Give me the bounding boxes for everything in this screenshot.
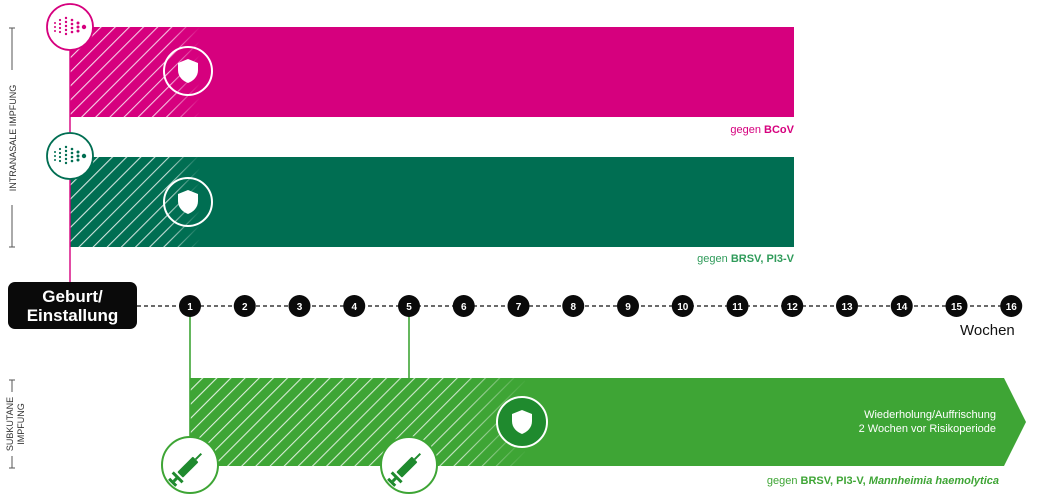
week-marker-7 [507,295,530,317]
birth-label-line1: Geburt/ [42,286,103,306]
week-label-12: 12 [787,302,799,313]
nasal-spray-icon-brsv [46,132,94,180]
booster-note-line1: Wiederholung/Auffrischung [864,409,996,421]
shield-icon [178,59,198,83]
week-label-15: 15 [951,302,963,313]
intranasal-section-label: INTRANASALE IMPFUNG [8,85,18,192]
week-marker-10 [671,295,694,317]
week-marker-4 [343,295,366,317]
week-marker-14 [890,295,913,317]
week-marker-12 [781,295,804,317]
brsv-label: gegen BRSV, PI3-V [697,253,794,265]
week-label-16: 16 [1006,302,1018,313]
week-marker-3 [288,295,311,317]
weeks-unit-label: Wochen [960,322,1015,339]
syringe-icon-dose1 [161,436,219,494]
week-label-4: 4 [351,302,357,313]
week-label-8: 8 [570,302,576,313]
birth-label-line2: Einstallung [26,305,119,325]
week-label-10: 10 [677,302,689,313]
bcov-protection-bar [70,27,794,117]
week-marker-1 [179,295,201,317]
week-label-11: 11 [732,302,743,313]
week-label-9: 9 [625,302,631,313]
week-label-14: 14 [896,302,908,313]
booster-note-line2: 2 Wochen vor Risikoperiode [858,423,996,435]
week-label-6: 6 [461,302,467,313]
week-marker-11 [726,295,749,317]
subcutaneous-label: gegen BRSV, PI3-V, Mannheimia haemolytic… [767,475,999,487]
bcov-label: gegen BCoV [730,124,794,136]
week-label-5: 5 [406,302,412,313]
week-marker-16 [1000,295,1023,317]
nasal-spray-icon-bcov [46,3,94,51]
week-marker-15 [945,295,968,317]
week-label-2: 2 [242,302,248,313]
birth-housing-badge: Geburt/ Einstallung [8,282,137,329]
week-marker-5 [398,295,420,317]
week-marker-13 [836,295,858,317]
week-marker-8 [562,295,585,317]
subcutaneous-section-label-1: SUBKUTANE [5,397,15,451]
week-marker-2 [233,295,256,317]
shield-icon [512,410,532,434]
shield-icon [178,190,198,214]
brsv-protection-bar [70,157,794,247]
subcutaneous-section-label-2: IMPFUNG [16,403,26,445]
week-marker-9 [617,295,639,317]
week-label-1: 1 [187,302,193,313]
syringe-icon-dose2 [380,436,438,494]
booster-note: Wiederholung/Auffrischung 2 Wochen vor R… [859,408,996,436]
week-label-3: 3 [297,302,303,313]
week-marker-6 [452,295,475,317]
week-label-7: 7 [516,302,522,313]
week-label-13: 13 [841,302,853,313]
